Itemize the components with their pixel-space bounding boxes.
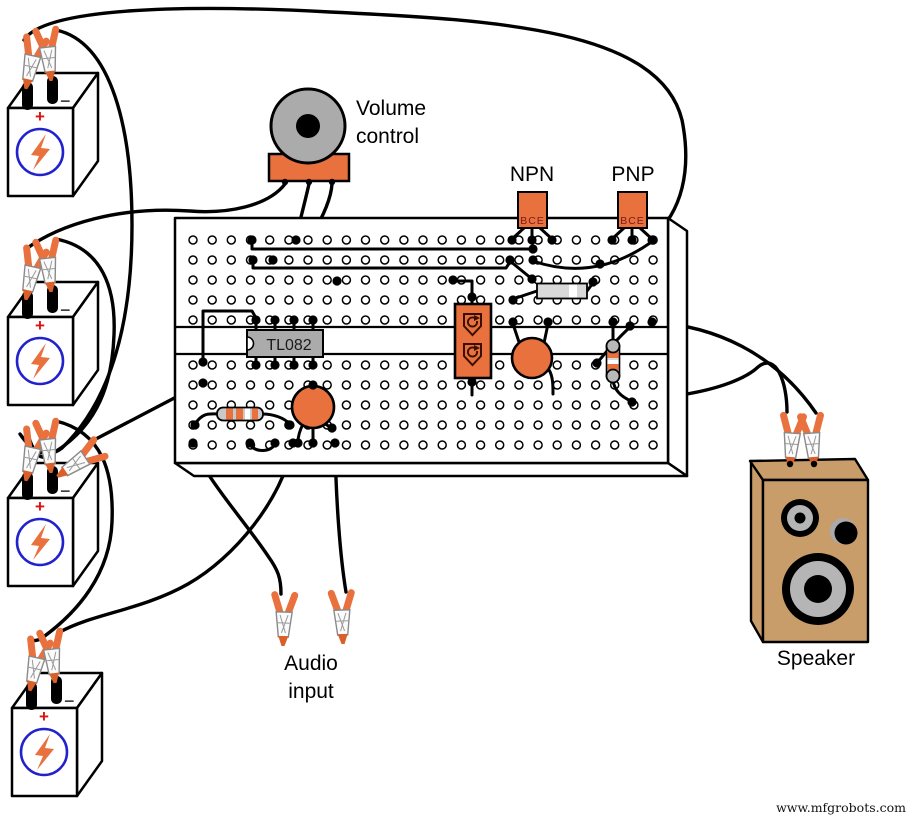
jumper-npn-pnp-arc (531, 241, 652, 270)
clip-audio-right (331, 593, 353, 645)
breadboard-holes (188, 235, 658, 450)
speaker-top-face (748, 457, 870, 482)
watermark: www.mfgrobots.com (776, 800, 906, 815)
jumper-left-l (201, 309, 258, 364)
bass-port (830, 518, 858, 545)
resistor-3 (605, 338, 621, 384)
speaker-label: Speaker (777, 647, 855, 670)
volume-label-line2: control (356, 125, 419, 148)
trimmer-block (453, 302, 493, 380)
pnp-bce-label: BCE (620, 215, 645, 227)
ic-label: TL082 (266, 337, 311, 354)
battery-1 (6, 71, 100, 198)
cap2-legs (511, 322, 555, 396)
connection-dots (188, 178, 818, 468)
npn-bce-label: BCE (520, 215, 545, 227)
knob-center-dot (296, 114, 320, 138)
transistor-npn: BCE (517, 191, 548, 229)
volume-label-line1: Volume (356, 97, 426, 120)
tweeter (781, 499, 819, 537)
breadboard-right-bevel (666, 216, 689, 478)
wire-battery3-to-battery4 (28, 419, 114, 643)
battery-4 (10, 671, 104, 798)
resistor-1 (216, 406, 264, 422)
breadboard-bottom-bevel (173, 461, 689, 478)
speaker-left-face (749, 459, 765, 644)
speaker (748, 457, 870, 644)
audio-label-line2: input (288, 680, 334, 703)
screw-symbol-1 (463, 313, 482, 337)
resistor-2 (536, 282, 588, 300)
battery-3 (6, 461, 100, 588)
battery-2 (6, 280, 100, 407)
breadboard (173, 178, 689, 478)
npn-label: NPN (510, 163, 554, 186)
wire-volume-left-to-battery2 (24, 182, 287, 251)
jumper-npn-diag (508, 259, 534, 281)
woofer (782, 553, 854, 625)
wire-board-to-battery4 (58, 442, 295, 634)
audio-label-line1: Audio (284, 652, 338, 675)
volume-control (267, 87, 351, 183)
ic-notch (246, 336, 255, 351)
pnp-label: PNP (611, 163, 654, 186)
screw-symbol-2 (463, 343, 482, 367)
capacitor-2 (510, 336, 554, 380)
ic-tl082: TL082 (246, 329, 324, 358)
capacitor-1 (290, 384, 336, 430)
transistor-pnp: BCE (617, 191, 648, 229)
text-labels: Volume control NPN PNP Audio input Speak… (284, 97, 906, 815)
clip-audio-left (273, 595, 295, 647)
